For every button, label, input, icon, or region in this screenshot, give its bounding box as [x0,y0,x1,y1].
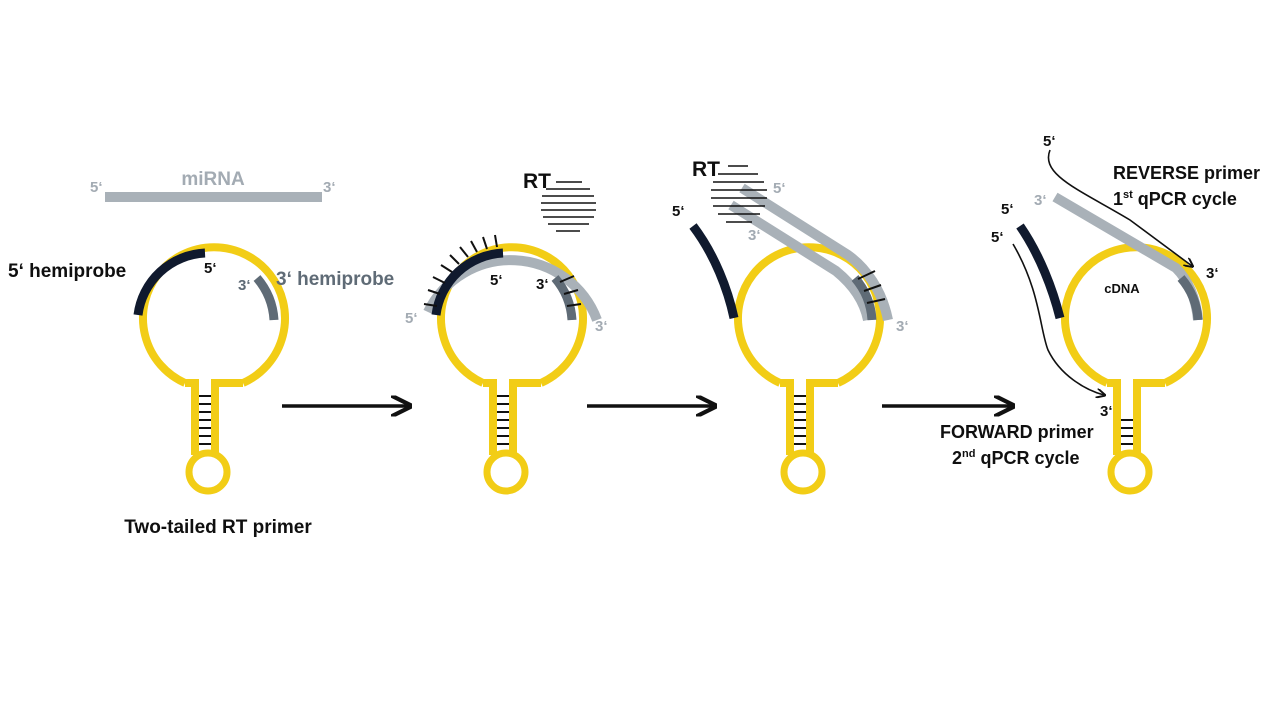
stem-loop-ring [1061,243,1211,387]
hemiprobe-5-tail [133,248,206,316]
hybrid-base-pairs [857,270,886,304]
probe-5-end: 5‘ [1001,201,1014,218]
stem-base-pairs [199,395,211,445]
hemiprobe-5-label: 5‘ hemiprobe [8,261,126,282]
hemiprobe-3-end: 3‘ [238,277,251,294]
stage-1: miRNA 5‘ 3‘ 5‘ hemiprobe 5‘ 3‘ hemiprobe… [8,169,394,538]
stem-right [509,379,541,455]
stem-loop-ring [139,243,289,387]
stem-right [806,379,838,455]
stem-base-pairs [1121,419,1133,445]
rt-label: RT [692,158,720,181]
mirna-3-end: 3‘ [323,179,336,196]
reverse-primer-name: REVERSE primer [1113,163,1260,183]
probe-5-end: 5‘ [672,203,685,220]
hemiprobe-3-tail [1177,275,1203,321]
forward-primer-cycle: 2nd qPCR cycle [952,448,1080,468]
mirna-strand [739,183,893,322]
hemiprobe-3-tail [253,275,279,321]
stem-right [211,379,243,455]
hemiprobe-5-extended [1016,223,1065,320]
stage-3: RT 5‘ 5‘ 3‘ 3‘ [672,158,909,495]
reverse-primer-cycle: 1st qPCR cycle [1113,189,1237,209]
cdna-3-end: 3‘ [1034,192,1047,209]
stem-loop-ring [437,243,587,387]
hybrid-base-pairs [423,234,582,307]
reverse-primer-5-end: 5‘ [1043,133,1056,150]
forward-primer-name: FORWARD primer [940,422,1094,442]
rt-enzyme-hatching [541,181,596,232]
stem-base-pairs [794,395,806,445]
stage-2: RT 5‘ 5‘ 3‘ 3‘ [405,170,608,495]
hairpin-loop [780,449,826,495]
mirna-3-end: 3‘ [595,318,608,335]
rt-label: RT [523,170,551,193]
probe-3-end: 3‘ [536,276,549,293]
hemiprobe-5-tail [431,248,504,316]
stem-loop-ring [734,243,884,387]
rt-primer-caption: Two-tailed RT primer [124,517,312,538]
hairpin-loop [483,449,529,495]
stem-base-pairs [497,395,509,445]
forward-primer-arrow [1012,243,1104,395]
reverse-primer-arrow [1047,149,1192,266]
hemiprobe-3-label: 3‘ hemiprobe [276,269,394,290]
hemiprobe-3-tail [551,275,577,321]
stem-right [1133,379,1165,455]
cdna-3-end: 3‘ [748,227,761,244]
reverse-primer-3-end: 3‘ [1206,265,1219,282]
hairpin-loop [1107,449,1153,495]
rt-enzyme-hatching [711,165,767,223]
stem-left [1107,379,1121,455]
mirna-label: miRNA [181,169,245,190]
stage-4: 5‘ 3‘ 3‘ 5‘ 5‘ 3‘ cDNA REVERSE primer 1s… [940,133,1260,495]
forward-primer-3-end: 3‘ [1100,403,1113,420]
hairpin-loop [185,449,231,495]
probe-5-end: 5‘ [490,272,503,289]
mirna-3-end: 3‘ [896,318,909,335]
mirna-5-end: 5‘ [773,180,786,197]
cdna-strand [728,200,873,322]
cdna-label: cDNA [1104,281,1140,296]
hemiprobe-5-end: 5‘ [204,260,217,277]
mirna-5-end: 5‘ [90,179,103,196]
stem-left [483,379,497,455]
stem-left [780,379,794,455]
forward-primer-5-end: 5‘ [991,229,1004,246]
hemiprobe-5-extended [689,223,739,319]
mirna-5-end: 5‘ [405,310,418,327]
stem-left [185,379,199,455]
hemiprobe-3-tail [851,275,877,321]
